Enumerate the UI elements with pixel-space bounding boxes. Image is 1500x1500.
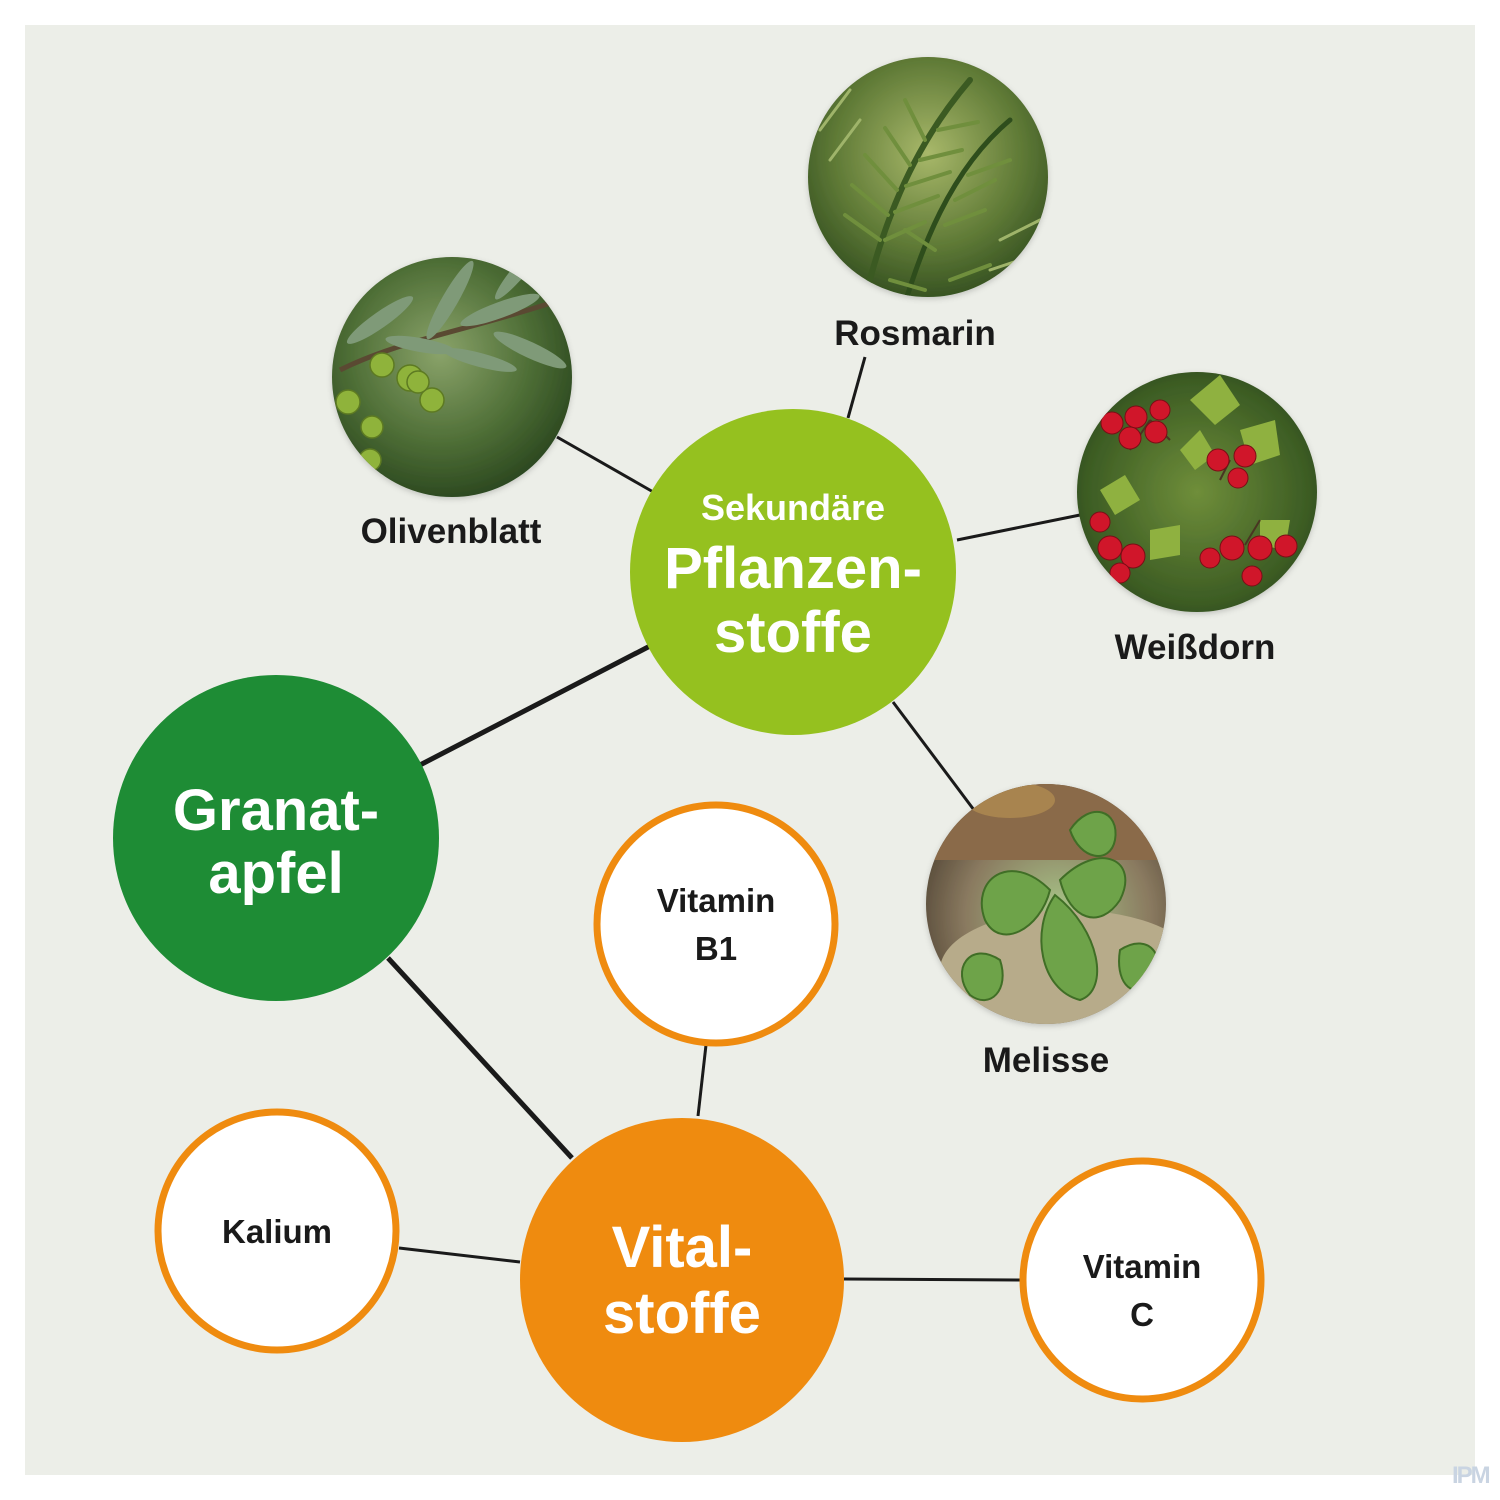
nutrient-kalium-circle	[154, 1108, 400, 1354]
lemon-balm-photo	[926, 784, 1166, 1024]
caption-melisse: Melisse	[983, 1041, 1109, 1080]
nutrient-vitamin-b1-line1: Vitamin	[657, 882, 776, 919]
line-weissdorn	[956, 513, 1081, 542]
nutrient-vitamin-c-line1: Vitamin	[1083, 1248, 1202, 1285]
hub-granatapfel-line1: Granat-	[173, 778, 379, 843]
hub-granatapfel-line2: apfel	[208, 841, 343, 906]
line-vitc-vital	[843, 1277, 1021, 1282]
line-olive	[556, 435, 656, 495]
caption-olivenblatt: Olivenblatt	[361, 512, 542, 551]
connector-lines	[386, 356, 1081, 1282]
hub-pflanzenstoffe-line3: stoffe	[714, 600, 872, 665]
nutrient-kalium: Kalium	[154, 1108, 400, 1354]
hub-pflanzenstoffe: Sekundäre Pflanzen- stoffe	[630, 409, 956, 735]
hub-vitalstoffe-circle	[520, 1118, 844, 1442]
nutrient-vitamin-c-circle	[1019, 1157, 1265, 1403]
nutrient-vitamin-b1-line2: B1	[695, 930, 737, 967]
nutrient-vitamin-b1-circle	[593, 801, 839, 1047]
caption-weissdorn: Weißdorn	[1115, 628, 1276, 667]
hub-pflanzenstoffe-line1: Sekundäre	[701, 487, 885, 528]
line-pflanzen-granat	[418, 643, 652, 768]
caption-rosmarin: Rosmarin	[834, 314, 995, 353]
nutrient-vitamin-b1: Vitamin B1	[593, 801, 839, 1047]
hub-granatapfel-circle	[113, 675, 439, 1001]
olive-branch-photo	[332, 257, 572, 497]
line-melisse	[891, 701, 976, 811]
nutrient-kalium-line1: Kalium	[222, 1213, 332, 1250]
line-kalium-vital	[398, 1246, 521, 1264]
line-rosmarin	[846, 356, 867, 419]
line-granat-vital	[386, 956, 574, 1160]
hub-vitalstoffe-line1: Vital-	[612, 1215, 753, 1280]
hub-vitalstoffe-line2: stoffe	[603, 1281, 761, 1346]
rosmarin-photo	[808, 57, 1048, 297]
hub-granatapfel: Granat- apfel	[113, 675, 439, 1001]
watermark-logo: IPM	[1452, 1462, 1491, 1489]
hub-pflanzenstoffe-line2: Pflanzen-	[664, 536, 922, 601]
hub-vitalstoffe: Vital- stoffe	[520, 1118, 844, 1442]
hub-pflanzenstoffe-circle	[630, 409, 956, 735]
nutrient-vitamin-c: Vitamin C	[1019, 1157, 1265, 1403]
line-b1-vital	[696, 1044, 708, 1117]
nutrient-vitamin-c-line2: C	[1130, 1296, 1154, 1333]
hawthorn-berries-photo	[1077, 372, 1317, 612]
